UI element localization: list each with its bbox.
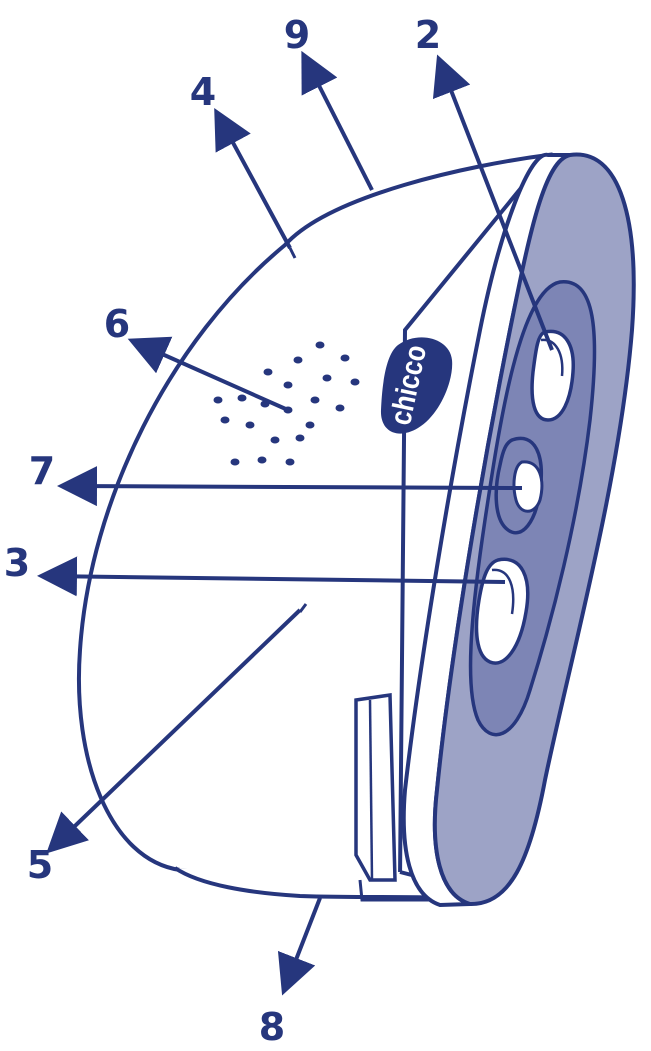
callout-leaders <box>37 50 554 996</box>
seam-mark-5 <box>298 603 308 613</box>
grille-dot <box>315 341 325 349</box>
side-clip-inner <box>368 699 374 881</box>
grille-dot <box>230 458 240 466</box>
grille-dot <box>340 354 350 362</box>
leader-2 <box>432 54 554 351</box>
leader-3 <box>37 556 506 597</box>
button-7[interactable] <box>494 436 544 535</box>
leader-8 <box>277 897 322 996</box>
grille-dot <box>335 404 345 412</box>
leader-9 <box>301 50 374 191</box>
side-clip <box>354 692 397 882</box>
leader-5 <box>46 608 302 854</box>
brand-logo: chicco <box>380 337 453 434</box>
grille-dot <box>213 396 223 404</box>
leader-6 <box>127 336 289 412</box>
seam-mark-4 <box>288 247 297 259</box>
grille-dot <box>293 356 303 364</box>
callout-label-3: 3 <box>4 541 30 585</box>
callout-label-8: 8 <box>259 1005 285 1049</box>
grille-dot <box>257 456 267 464</box>
grille-dot <box>295 434 305 442</box>
grille-dot <box>270 436 280 444</box>
button-3[interactable] <box>474 557 530 665</box>
callout-label-7: 7 <box>29 449 55 493</box>
grille-dot <box>263 368 273 376</box>
leader-4 <box>214 107 292 249</box>
callout-label-2: 2 <box>415 13 441 57</box>
grille-dot <box>305 421 315 429</box>
grille-dot <box>322 374 332 382</box>
grille-dot <box>220 416 230 424</box>
callout-label-9: 9 <box>284 13 310 57</box>
callout-label-6: 6 <box>104 302 130 346</box>
grille-dot <box>245 421 255 429</box>
grille-dot <box>350 378 360 386</box>
grille-dot <box>285 458 295 466</box>
speaker-grille <box>213 341 360 466</box>
grille-dot <box>283 381 293 389</box>
grille-dot <box>237 394 247 402</box>
callout-labels: 2 9 4 6 7 3 5 8 <box>4 13 441 1049</box>
callout-label-5: 5 <box>27 843 53 887</box>
callout-label-4: 4 <box>190 70 216 114</box>
leader-7 <box>57 466 523 507</box>
device-base-step <box>358 879 430 902</box>
button-2[interactable] <box>530 329 575 422</box>
grille-dot <box>310 396 320 404</box>
